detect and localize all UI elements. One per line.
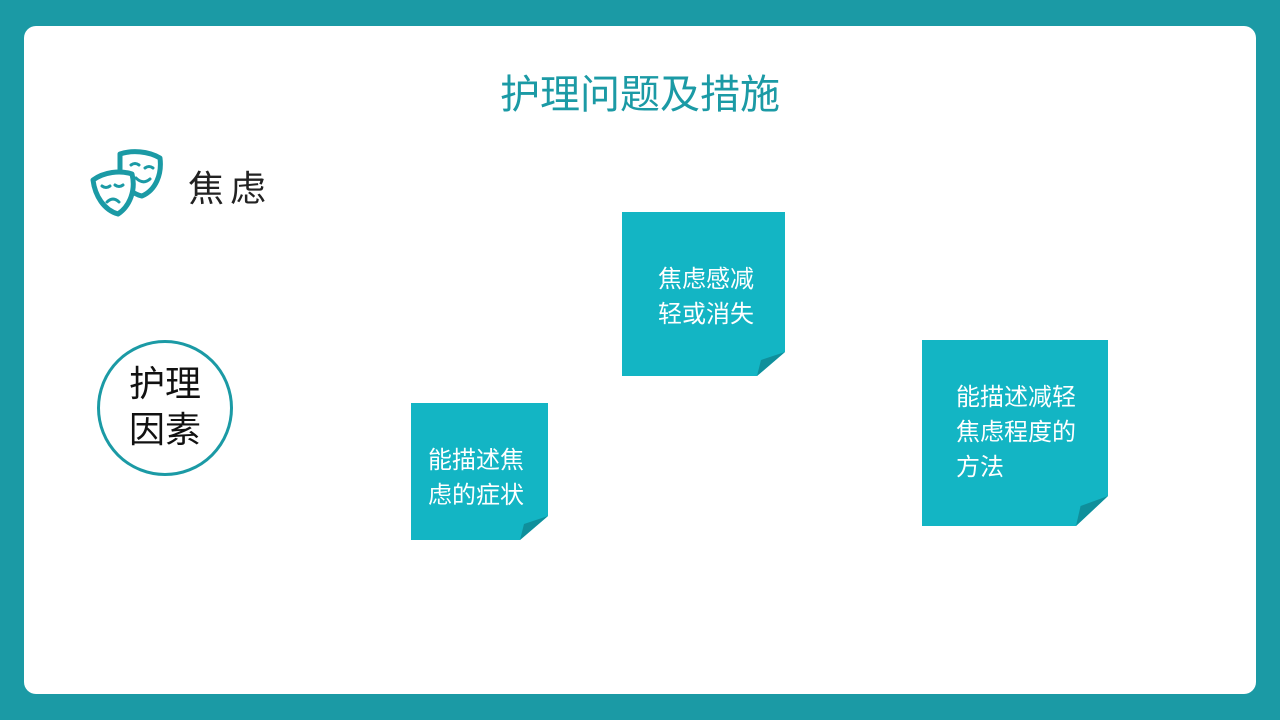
theater-masks-icon bbox=[90, 149, 163, 217]
sticky-note: 能描述减轻焦虑程度的方法 bbox=[922, 340, 1108, 526]
section-heading: 焦虑 bbox=[188, 169, 273, 210]
sticky-note-text: 焦虑感减轻或消失 bbox=[658, 265, 754, 328]
page-curl-icon bbox=[757, 352, 785, 376]
sticky-note: 焦虑感减轻或消失 bbox=[622, 212, 785, 376]
page-curl-icon bbox=[520, 516, 548, 540]
page-title: 护理问题及措施 bbox=[500, 72, 780, 118]
sticky-note: 能描述焦虑的症状 bbox=[411, 403, 548, 540]
sticky-note-text: 能描述减轻焦虑程度的方法 bbox=[956, 383, 1076, 481]
factor-circle-label: 护理因素 bbox=[128, 364, 201, 451]
sticky-note-text: 能描述焦虑的症状 bbox=[428, 446, 524, 509]
page-curl-icon bbox=[1076, 496, 1108, 526]
factor-circle: 护理因素 bbox=[97, 340, 233, 476]
